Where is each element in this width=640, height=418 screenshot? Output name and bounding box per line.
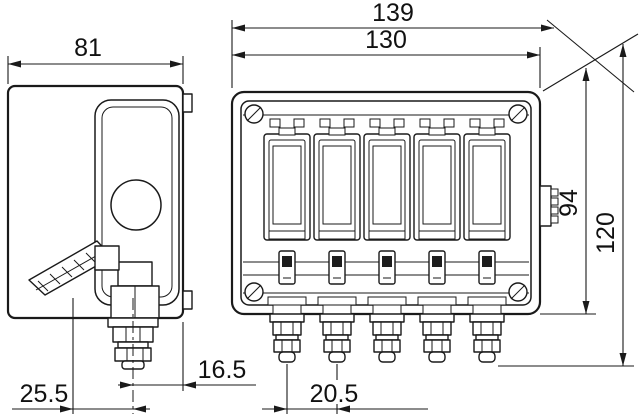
surge-module	[463, 118, 511, 285]
surge-module	[313, 118, 361, 285]
status-indicator	[378, 250, 396, 285]
cable-gland	[369, 313, 405, 363]
corner-screw	[508, 104, 528, 124]
dim-label-25-5: 25.5	[20, 380, 69, 408]
corner-screw	[244, 282, 264, 302]
status-indicator	[478, 250, 496, 285]
terminal-block	[110, 261, 160, 319]
dim-depth-81: 81	[7, 34, 184, 84]
corner-screw	[244, 104, 264, 124]
corner-screw	[508, 282, 528, 302]
dim-gland-offset-25-5: 25.5	[12, 298, 150, 414]
status-indicator	[278, 250, 296, 285]
cable-gland	[419, 313, 455, 363]
cable-gland	[469, 313, 505, 363]
mount-tab-bottom	[182, 290, 193, 310]
dim-label-20-5: 20.5	[310, 380, 359, 408]
dim-body-height-94: 94	[540, 33, 639, 315]
cable-gland	[269, 313, 305, 363]
dim-overall-width-139: 139	[231, 0, 635, 93]
dim-label-16-5: 16.5	[198, 356, 247, 384]
status-indicator	[328, 250, 346, 285]
dim-gland-to-edge-16-5: 16.5	[118, 322, 256, 391]
dim-overall-height-120: 120	[498, 44, 634, 367]
status-indicator	[428, 250, 446, 285]
side-view	[6, 84, 193, 414]
dim-label-139: 139	[372, 0, 414, 27]
release-lever	[28, 240, 120, 296]
dim-body-width-130: 130	[232, 26, 541, 88]
mount-tab-top	[182, 93, 193, 113]
side-connector	[539, 185, 559, 227]
surge-module	[413, 118, 461, 285]
dim-label-94: 94	[555, 189, 583, 217]
dim-label-120: 120	[592, 212, 620, 254]
dim-label-130: 130	[365, 26, 407, 54]
front-view	[230, 90, 559, 363]
dim-gland-pitch-20-5: 20.5	[262, 364, 428, 414]
cable-gland	[319, 313, 355, 363]
surge-module	[263, 118, 311, 285]
surge-module	[363, 118, 411, 285]
cover-circle	[110, 179, 162, 231]
dim-label-81: 81	[74, 34, 102, 62]
